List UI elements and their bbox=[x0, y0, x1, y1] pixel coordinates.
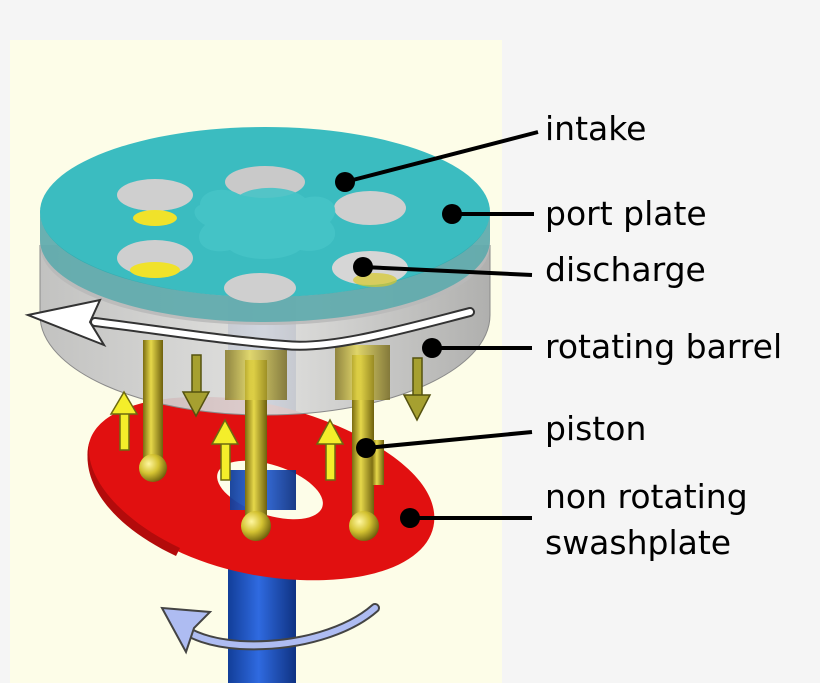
piston-motion-arrows bbox=[109, 354, 432, 481]
label-discharge: discharge bbox=[545, 250, 706, 289]
label-piston: piston bbox=[545, 409, 647, 448]
down-arrow-icon bbox=[402, 357, 432, 422]
piston-ball-left bbox=[139, 454, 167, 482]
label-swashplate-line1: non rotating bbox=[545, 477, 748, 516]
port-opening bbox=[334, 191, 406, 225]
piston-ball-right bbox=[349, 511, 379, 541]
label-rotating-barrel: rotating barrel bbox=[545, 327, 783, 366]
leader-piston bbox=[365, 430, 533, 450]
leader-lines bbox=[344, 130, 539, 520]
down-arrow-icon bbox=[181, 354, 211, 418]
up-arrow-icon bbox=[315, 418, 345, 481]
leader-dots bbox=[335, 172, 462, 528]
leader-intake bbox=[344, 130, 539, 184]
up-arrow-icon bbox=[109, 390, 139, 451]
port-plate bbox=[40, 127, 490, 325]
shaft-rotation-arrow bbox=[160, 603, 380, 655]
label-swashplate-line2: swashplate bbox=[545, 523, 732, 562]
label-intake: intake bbox=[545, 109, 647, 148]
label-port-plate: port plate bbox=[545, 194, 707, 233]
port-opening bbox=[224, 273, 296, 303]
port-opening bbox=[117, 179, 193, 211]
up-arrow-icon bbox=[210, 418, 240, 481]
leader-discharge bbox=[362, 265, 533, 277]
piston-ball-center bbox=[241, 511, 271, 541]
barrel-rotation-arrow bbox=[24, 298, 475, 351]
pistons bbox=[139, 340, 390, 541]
piston-rod-left bbox=[143, 340, 163, 465]
